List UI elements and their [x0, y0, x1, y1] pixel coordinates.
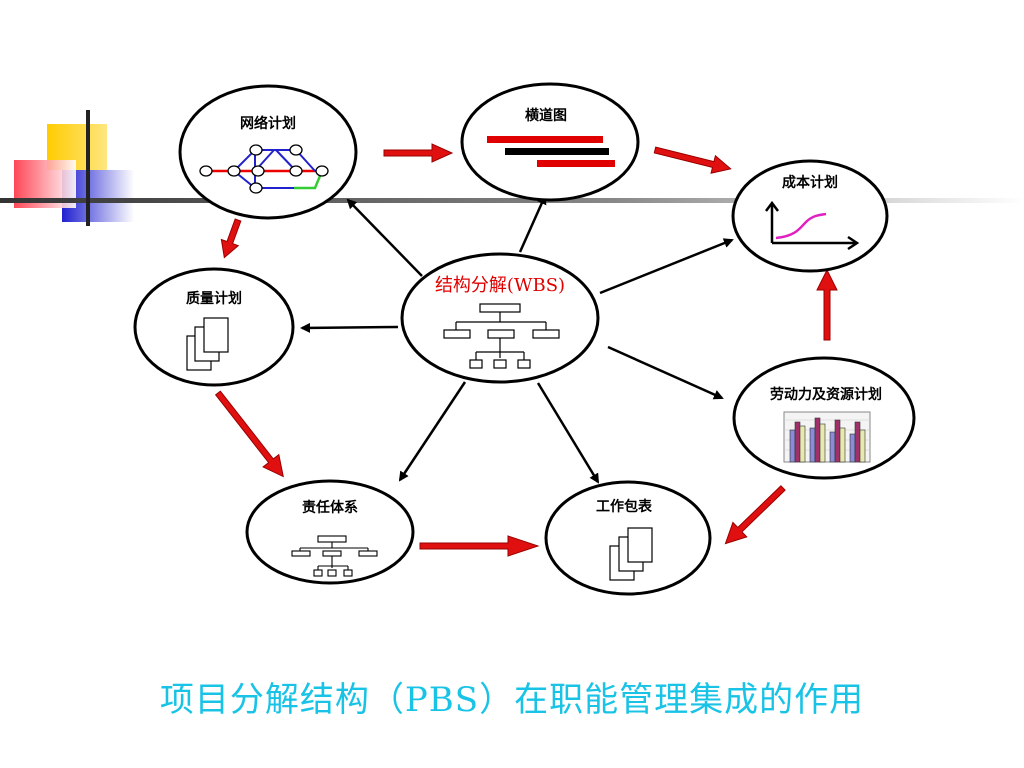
node-label: 成本计划: [782, 174, 838, 191]
documents-icon: [186, 317, 229, 371]
arrow-wbs-to-quality: [300, 322, 399, 333]
org-chart-icon: [291, 535, 378, 577]
node-cost-plan[interactable]: 成本计划: [731, 159, 889, 273]
node-label: 网络计划: [240, 115, 296, 132]
red-arrows: [214, 143, 838, 557]
s-curve-chart-icon: [765, 200, 860, 251]
black-arrows: [300, 194, 734, 484]
node-gantt[interactable]: 横道图: [460, 82, 640, 202]
node-label: 责任体系: [302, 499, 358, 516]
node-label: 劳动力及资源计划: [770, 386, 882, 403]
node-label: 质量计划: [186, 290, 242, 307]
arrow-wbs-to-cost: [599, 238, 734, 295]
node-quality-plan[interactable]: 质量计划: [133, 267, 295, 387]
wbs-title: 结构分解(WBS): [435, 275, 565, 296]
arrow-responsibility-to-workpackage: [419, 535, 540, 557]
arrow-network-to-quality: [220, 218, 242, 259]
arrow-wbs-to-workpackage: [536, 382, 600, 484]
arrow-labor-to-workpackage: [724, 485, 786, 545]
arrow-quality-to-responsibility: [214, 390, 284, 478]
corner-decoration: [0, 110, 1024, 226]
documents-icon: [609, 527, 653, 581]
node-label: 横道图: [525, 107, 567, 124]
bar-chart-icon: [783, 411, 871, 463]
slide-caption: 项目分解结构（PBS）在职能管理集成的作用: [159, 680, 865, 720]
node-labor-resource-plan[interactable]: 劳动力及资源计划: [732, 356, 916, 480]
node-network-plan[interactable]: 网络计划: [178, 84, 358, 220]
gantt-bars-icon: [487, 136, 615, 167]
arrow-wbs-to-network: [346, 198, 423, 277]
node-responsibility-system[interactable]: 责任体系: [245, 479, 415, 585]
arrow-labor-to-cost: [816, 268, 838, 341]
arrow-wbs-to-gantt: [518, 194, 547, 253]
arrow-wbs-to-responsibility: [398, 381, 467, 482]
org-chart-icon: [443, 303, 560, 369]
network-diagram-icon: [199, 144, 329, 194]
arrow-gantt-to-cost: [653, 146, 732, 174]
node-work-package[interactable]: 工作包表: [544, 480, 712, 596]
node-wbs[interactable]: 结构分解(WBS): [400, 252, 600, 384]
arrow-wbs-to-labor: [607, 345, 724, 400]
node-label: 工作包表: [596, 498, 653, 515]
arrow-network-to-gantt: [383, 143, 454, 163]
